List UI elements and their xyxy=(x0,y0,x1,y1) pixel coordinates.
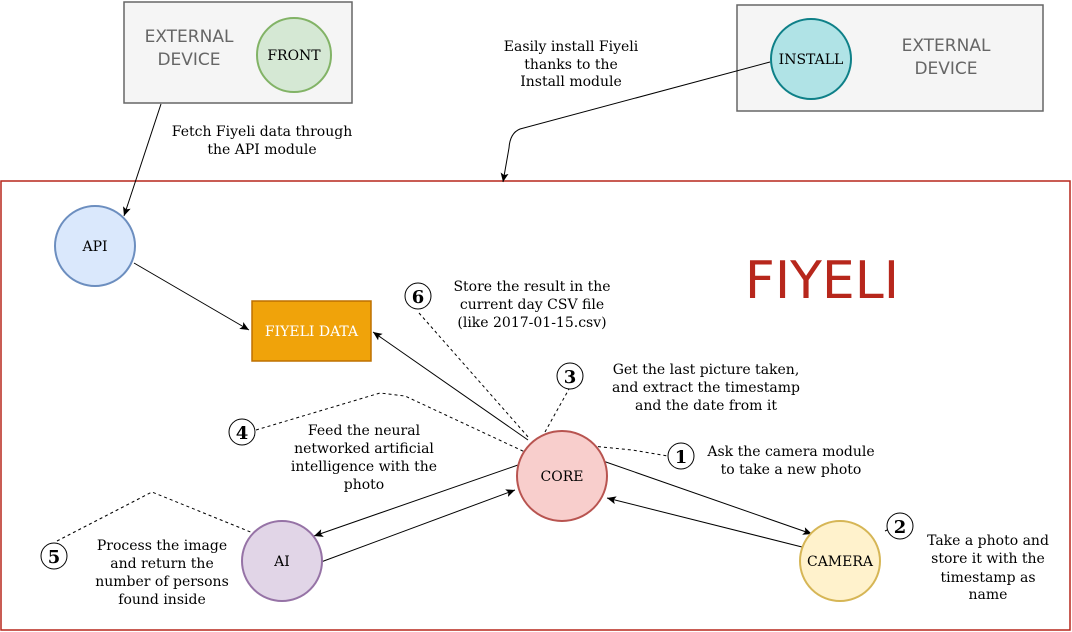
step-1-line2: to take a new photo xyxy=(721,462,862,478)
step-5-line1: Process the image xyxy=(97,538,227,554)
api-node xyxy=(54,205,136,287)
step-2-number: 2 xyxy=(894,517,907,538)
step-2-line3: timestamp as xyxy=(940,570,1035,586)
edge-api-to-data xyxy=(133,262,250,331)
step-1-badge: 1 xyxy=(667,442,695,470)
edge-ai-to-core xyxy=(320,489,516,563)
install-label-line2: thanks to the xyxy=(524,57,618,73)
ai-node-label: AI xyxy=(273,554,290,570)
edge-camera-to-core xyxy=(606,496,803,548)
edge-install-to-fiyeli xyxy=(500,61,771,183)
external-device-left: EXTERNAL DEVICE FRONT xyxy=(123,1,353,104)
step-3-number: 3 xyxy=(564,367,577,388)
fiyeli-frame xyxy=(0,180,1071,631)
fiyeli-data-node xyxy=(251,300,372,362)
external-device-right: EXTERNAL DEVICE INSTALL xyxy=(736,4,1044,112)
external-device-right-label-line2: DEVICE xyxy=(914,59,977,79)
install-node xyxy=(770,18,852,100)
step-1-number: 1 xyxy=(675,447,688,468)
step-3-leader xyxy=(544,388,570,433)
step-1-leader xyxy=(591,445,669,457)
step-2-line4: name xyxy=(969,587,1008,603)
step-leaders xyxy=(56,312,899,542)
step-6-line1: Store the result in the xyxy=(453,279,610,295)
diagram-title: FIYELI xyxy=(745,251,899,311)
external-device-left-label-line1: EXTERNAL xyxy=(145,27,234,47)
step-6-leader xyxy=(418,312,530,439)
edge-core-to-camera xyxy=(602,460,813,535)
fetch-label-line1: Fetch Fiyeli data through xyxy=(172,124,352,140)
step-4-line1: Feed the neural xyxy=(308,423,421,439)
edge-core-to-ai xyxy=(313,464,519,537)
step-4-line3: intelligence with the xyxy=(291,459,437,475)
fiyeli-data-label: FIYELI DATA xyxy=(265,324,359,340)
step-4-line4: photo xyxy=(344,477,384,493)
step-5-badge: 5 xyxy=(40,542,68,570)
core-node-label: CORE xyxy=(541,469,584,485)
front-node-label: FRONT xyxy=(267,48,321,64)
step-5-line3: number of persons xyxy=(95,574,229,590)
step-6-line3: (like 2017-01-15.csv) xyxy=(457,315,606,331)
edge-front-to-api xyxy=(123,103,162,217)
api-node-label: API xyxy=(81,239,107,255)
external-device-left-label-line2: DEVICE xyxy=(157,50,220,70)
step-4-number: 4 xyxy=(236,423,249,444)
camera-node xyxy=(799,520,881,602)
camera-node-label: CAMERA xyxy=(807,554,874,570)
fetch-label-line2: the API module xyxy=(207,142,316,158)
install-node-label: INSTALL xyxy=(779,52,844,68)
step-2-badge: 2 xyxy=(886,512,914,540)
step-1-line1: Ask the camera module xyxy=(706,444,874,460)
step-3-badge: 3 xyxy=(556,362,584,390)
step-6-badge: 6 xyxy=(404,282,432,310)
step-5-line4: found inside xyxy=(118,592,205,608)
step-6-number: 6 xyxy=(412,287,425,308)
step-5-number: 5 xyxy=(48,547,61,568)
front-node xyxy=(256,17,332,93)
step-5-leader xyxy=(56,491,254,542)
step-5-line2: and return the xyxy=(110,556,213,572)
step-3-line1: Get the last picture taken, xyxy=(613,362,800,378)
step-3-line2: and extract the timestamp xyxy=(612,380,800,396)
step-badges: 1 2 3 4 5 6 xyxy=(40,282,914,570)
step-6-line2: current day CSV file xyxy=(460,297,604,313)
edge-core-to-data xyxy=(372,331,529,441)
step-2-line1: Take a photo and xyxy=(927,533,1049,549)
external-device-right-label-line1: EXTERNAL xyxy=(902,36,991,56)
core-node xyxy=(516,430,608,522)
step-4-line2: networked artificial xyxy=(294,441,434,457)
step-4-badge: 4 xyxy=(228,418,256,446)
install-label-line1: Easily install Fiyeli xyxy=(504,39,639,55)
ai-node xyxy=(241,520,323,602)
step-2-line2: store it with the xyxy=(931,551,1045,567)
install-label-line3: Install module xyxy=(520,74,622,90)
step-3-line3: and the date from it xyxy=(635,398,777,414)
